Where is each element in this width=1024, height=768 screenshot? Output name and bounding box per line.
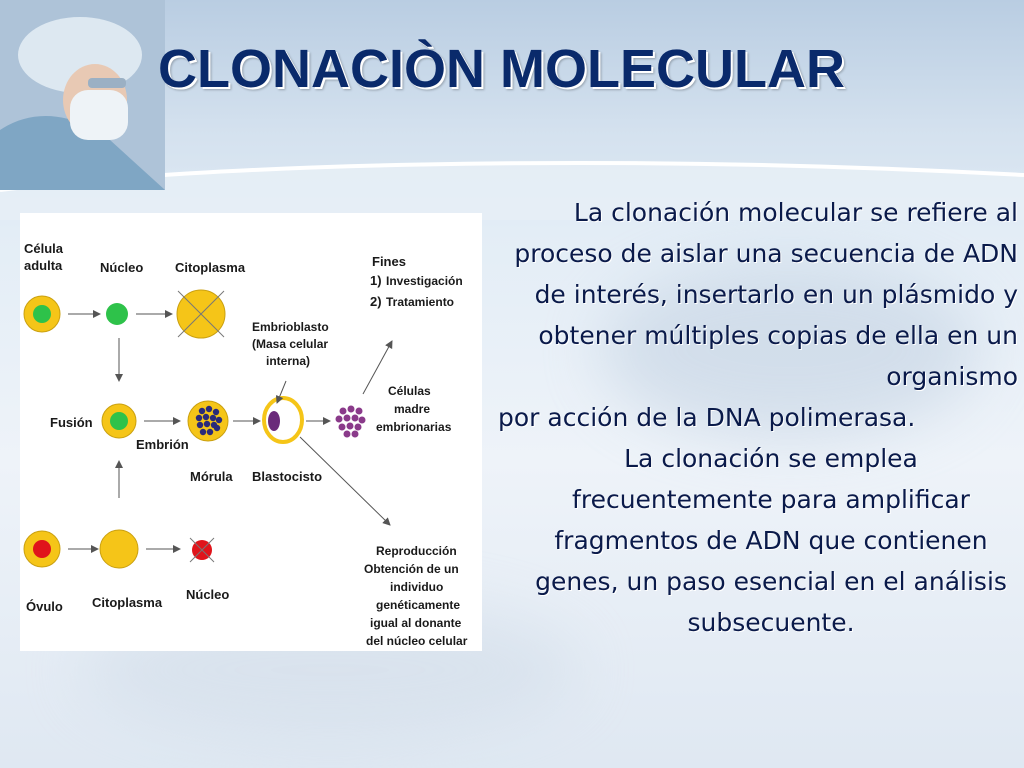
label-embrioblasto: interna) — [266, 354, 310, 368]
label-embrion: Embrión — [136, 437, 189, 452]
label-celulas-madre: Células — [388, 384, 431, 398]
nucleus-top — [106, 303, 128, 325]
label-morula: Mórula — [190, 469, 233, 484]
surgeon-photo — [0, 0, 165, 190]
label-blastocisto: Blastocisto — [252, 469, 322, 484]
blastocyst-inner-mass — [268, 411, 280, 431]
label-citoplasma-top: Citoplasma — [175, 260, 246, 275]
paragraph-usage: La clonación se emplea frecuentemente pa… — [535, 444, 1007, 637]
label-celulas-madre: embrionarias — [376, 420, 452, 434]
morula-cells — [195, 405, 223, 436]
cross-line — [189, 537, 215, 563]
label-fines-1-num: 1) — [370, 273, 382, 288]
label-celula-adulta: adulta — [24, 258, 63, 273]
ovum-nucleus — [33, 540, 51, 558]
cytoplasm-bottom — [99, 529, 139, 569]
label-fusion: Fusión — [50, 415, 93, 430]
label-citoplasma-bottom: Citoplasma — [92, 595, 163, 610]
paragraph-polymerase: por acción de la DNA polimerasa. — [498, 403, 916, 432]
label-nucleo-bottom: Núcleo — [186, 587, 229, 602]
adult-cell-nucleus — [33, 305, 51, 323]
background-blur — [600, 260, 980, 440]
label-fines-2-num: 2) — [370, 294, 382, 309]
label-obtencion: Obtención de un — [364, 562, 459, 576]
fusion-cell-nucleus — [110, 412, 128, 430]
cloning-diagram: Célula adulta Núcleo Citoplasma Fines 1)… — [20, 213, 482, 651]
label-reproduccion: Reproducción — [376, 544, 457, 558]
label-embrioblasto: Embrioblasto — [252, 320, 329, 334]
label-celula-adulta: Célula — [24, 241, 64, 256]
label-fines: Fines — [372, 254, 406, 269]
label-ovulo: Óvulo — [26, 599, 63, 614]
label-obtencion: del núcleo celular — [366, 634, 468, 648]
arrow — [299, 436, 391, 526]
arrow — [275, 380, 287, 404]
stem-cells — [335, 405, 366, 438]
slide-title: CLONACIÒN MOLECULAR — [158, 39, 845, 99]
label-obtencion: igual al donante — [370, 616, 462, 630]
label-fines-2: Tratamiento — [386, 295, 454, 309]
label-nucleo-top: Núcleo — [100, 260, 143, 275]
label-fines-1: Investigación — [386, 274, 463, 288]
paragraph-definition: La clonación molecular se refiere al pro… — [514, 198, 1018, 391]
label-celulas-madre: madre — [394, 402, 430, 416]
label-obtencion: individuo — [390, 580, 443, 594]
cross-line — [177, 290, 225, 338]
slide-body: La clonación molecular se refiere al pro… — [484, 192, 1018, 643]
arrow — [362, 340, 393, 395]
cloning-diagram-svg: Célula adulta Núcleo Citoplasma Fines 1)… — [23, 241, 468, 648]
label-embrioblasto: (Masa celular — [252, 337, 328, 351]
label-obtencion: genéticamente — [376, 598, 460, 612]
